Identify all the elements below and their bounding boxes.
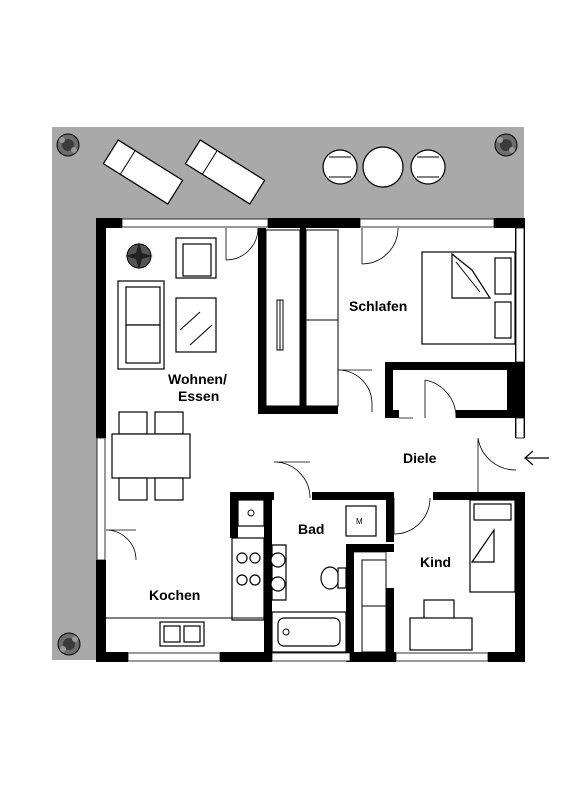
svg-text:M: M xyxy=(356,517,363,526)
single-bed xyxy=(469,499,516,593)
desk xyxy=(409,599,473,651)
room-label-bad: Bad xyxy=(298,521,324,537)
kitchen-counter xyxy=(106,537,265,647)
door-swings xyxy=(105,227,517,588)
shrub-icon xyxy=(56,133,80,157)
plant-icon xyxy=(125,242,153,270)
shrub-icon xyxy=(494,133,518,157)
windows xyxy=(96,218,525,662)
room-label-essen: Essen xyxy=(178,388,219,404)
armchair xyxy=(175,237,217,279)
room-label-wohnen: Wohnen/ xyxy=(168,371,227,387)
wardrobe xyxy=(265,229,339,407)
cabinet xyxy=(361,559,387,653)
terrace-table xyxy=(322,146,446,188)
coffee-table xyxy=(175,297,217,353)
room-label-schlafen: Schlafen xyxy=(349,298,407,314)
sun-lounger xyxy=(102,139,184,205)
double-bed xyxy=(421,251,516,345)
room-label-diele: Diele xyxy=(403,450,437,466)
room-label-kind: Kind xyxy=(420,554,451,570)
dining-table xyxy=(111,411,191,501)
shrub-icon xyxy=(57,632,81,656)
sun-lounger xyxy=(184,139,266,205)
room-label-kochen: Kochen xyxy=(149,587,200,603)
sofa xyxy=(117,280,165,370)
bath-fixtures: M xyxy=(237,499,377,653)
arrow-left-icon xyxy=(524,450,549,466)
terrace xyxy=(52,127,524,660)
